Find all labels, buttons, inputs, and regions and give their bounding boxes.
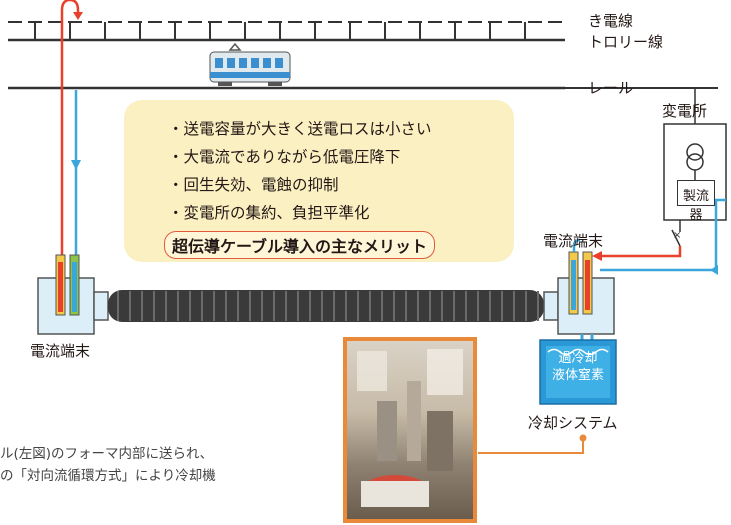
sc-cable [108,290,544,322]
terminal-left-label: 電流端末 [30,342,91,360]
left-return-arrow [71,160,81,170]
caption-line-1: ル(左図)のフォーマ内部に送られ、 [0,446,214,462]
substation-label: 変電所 [662,102,708,120]
caption-line-2: の「対向流循環方式」により冷却機 [0,468,216,484]
rectifier-box: 製流器 [677,180,715,223]
right-return-arrow [710,265,718,275]
left-terminal [37,254,109,335]
coolant-tank [539,339,617,405]
hangers [34,22,526,40]
coolant-label: 過冷却 液体窒素 [548,350,608,384]
merit-item: ・大電流でありながら低電圧降下 [168,148,401,166]
merit-item: ・送電容量が大きく送電ロスは小さい [168,120,432,138]
cooling-system-label: 冷却システム [528,414,618,432]
cooling-system-photo [343,337,477,523]
svg-text:×: × [673,230,681,241]
photo-content [347,341,473,519]
left-supply-line [60,0,80,255]
merit-item: ・変電所の集約、負担平準化 [168,204,370,222]
train [209,42,291,86]
coolant-line2: 液体窒素 [551,368,604,383]
right-terminal [543,251,615,335]
merits-box: ・送電容量が大きく送電ロスは小さい ・大電流でありながら低電圧降下 ・回生失効、… [124,100,514,262]
terminal-right-label: 電流端末 [543,232,604,250]
rail-label: レール [588,79,634,97]
right-return-line [572,198,726,272]
photo-leader [478,438,584,454]
merits-title: 超伝導ケーブル導入の主なメリット [164,231,436,259]
coolant-line1: 過冷却 [558,351,598,366]
rectifier-label: 製流器 [682,189,709,223]
trolley-label: トロリー線 [588,33,664,51]
right-supply-line [600,246,682,258]
feeder-label: き電線 [588,12,634,30]
photo-sketch [357,349,463,507]
right-supply-arrow [592,251,602,261]
left-supply-arrow [73,12,83,20]
merit-item: ・回生失効、電蝕の抑制 [168,176,339,194]
